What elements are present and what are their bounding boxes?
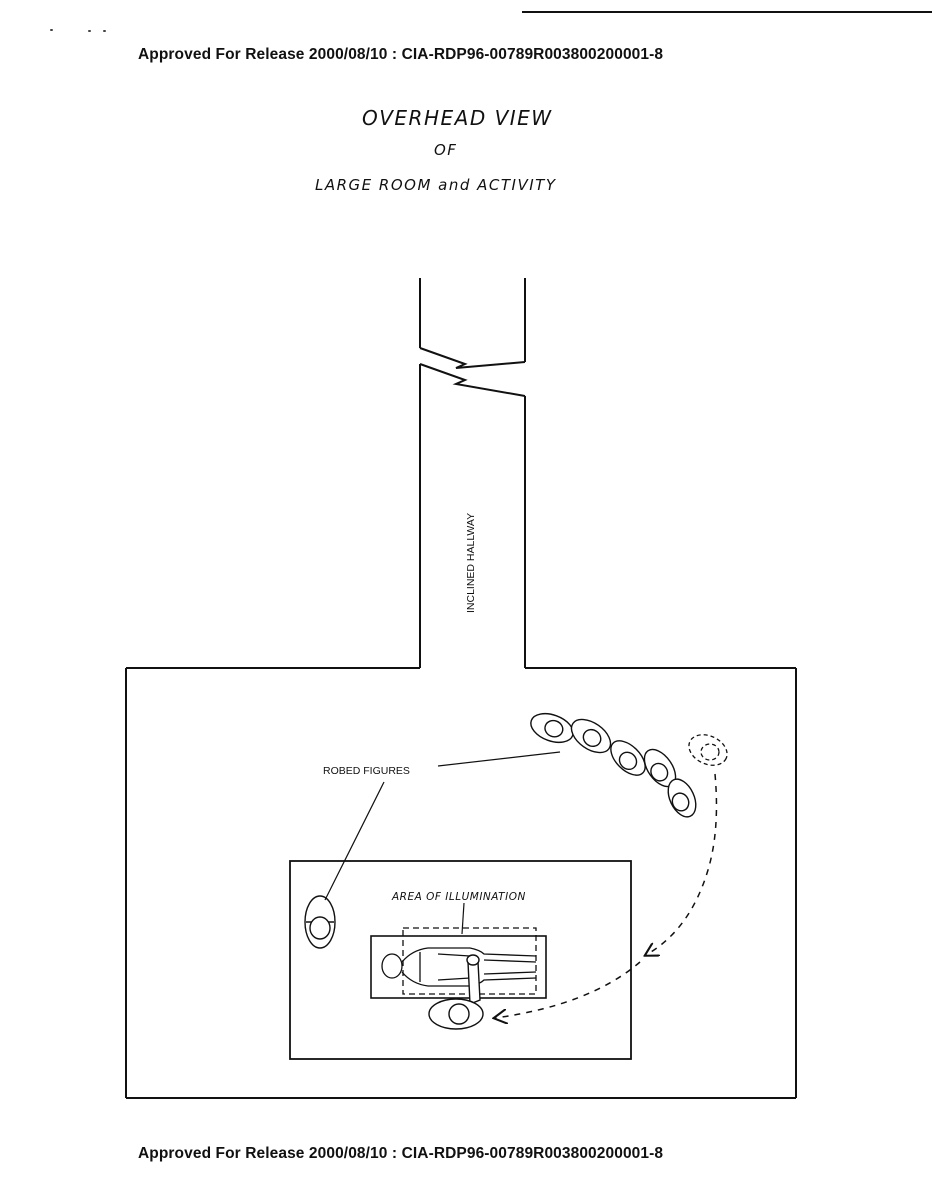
illumination-leader — [461, 902, 465, 935]
scan-speck — [88, 30, 91, 32]
release-footer: Approved For Release 2000/08/10 : CIA-RD… — [138, 1145, 664, 1162]
release-header: Approved For Release 2000/08/10 : CIA-RD… — [138, 46, 664, 63]
dashed-figure-start — [688, 734, 728, 766]
robed-figures-leader-left — [324, 781, 385, 901]
movement-path-lower — [495, 961, 641, 1018]
reclining-figure — [381, 947, 537, 987]
top-rule — [522, 11, 932, 13]
robed-figures-label: ROBED FIGURES — [323, 765, 410, 777]
robed-figure-at-table — [428, 954, 484, 1030]
large-room — [125, 667, 797, 1099]
inner-platform-area — [289, 860, 632, 1060]
robed-figures-procession — [530, 712, 697, 818]
title-line-1: OVERHEAD VIEW — [362, 106, 553, 130]
illumination-label: AREA OF ILLUMINATION — [391, 891, 526, 903]
scan-speck — [50, 29, 53, 31]
movement-path-upper — [646, 773, 718, 955]
inclined-hallway — [419, 278, 526, 668]
hallway-label: INCLINED HALLWAY — [465, 513, 477, 613]
title-line-3: LARGE ROOM and ACTIVITY — [315, 176, 557, 194]
robed-figures-leader-right — [437, 751, 561, 767]
scan-speck — [103, 30, 106, 32]
robed-figure-left — [304, 895, 336, 949]
title-line-2: OF — [434, 141, 458, 159]
table — [370, 935, 547, 999]
